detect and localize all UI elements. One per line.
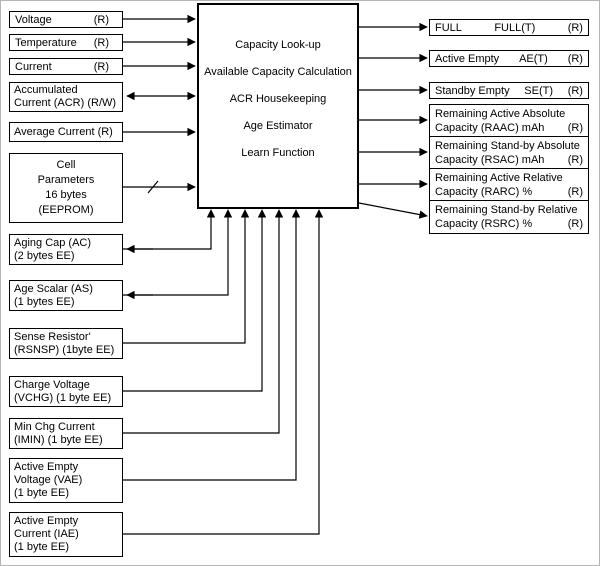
box-line: Remaining Active Absolute <box>435 108 566 120</box>
arrow-active-empty-voltage-to-core <box>123 209 301 481</box>
arrow-min-chg-current-to-core <box>123 209 284 434</box>
box-label: Active Empty <box>435 52 500 65</box>
output-box-standby-empty: Standby Empty SE(T) (R) <box>429 82 589 99</box>
box-line: (1 bytes EE) <box>14 295 75 308</box>
box-line: Age Scalar (AS) <box>14 282 93 295</box>
access-flag: (R) <box>567 186 583 198</box>
output-box-raac: Remaining Active Absolute Capacity (RAAC… <box>429 104 589 137</box>
input-box-current: Current (R) <box>9 58 123 75</box>
box-line: Current (ACR) (R/W) <box>14 97 117 109</box>
input-box-min-chg-current: Min Chg Current (IMIN) (1 byte EE) <box>9 418 123 449</box>
access-flag: (R) <box>567 154 583 166</box>
output-box-rarc: Remaining Active Relative Capacity (RARC… <box>429 168 589 201</box>
input-box-accumulated-current: Accumulated Current (ACR) (R/W) <box>9 82 123 112</box>
arrow-age-scalar-to-core <box>123 209 233 296</box>
access-flag: (R) <box>567 84 583 97</box>
input-box-cell-parameters: Cell Parameters 16 bytes (EEPROM) <box>9 153 123 223</box>
access-flag: (R) <box>93 36 109 49</box>
access-flag: (R) <box>93 60 109 73</box>
box-line: Remaining Stand-by Relative <box>435 204 578 216</box>
box-line: (VCHG) (1 byte EE) <box>14 391 112 404</box>
box-line: Remaining Active Relative <box>435 172 563 184</box>
core-function-line: Available Capacity Calculation <box>204 66 352 78</box>
input-box-charge-voltage: Charge Voltage (VCHG) (1 byte EE) <box>9 376 123 407</box>
box-line: Min Chg Current <box>14 420 95 433</box>
box-line: (IMIN) (1 byte EE) <box>14 433 103 446</box>
access-flag: (R) <box>567 218 583 230</box>
box-line: Capacity (RSRC) % <box>435 218 533 230</box>
core-function-line: ACR Housekeeping <box>229 93 327 105</box>
access-flag: (R) <box>93 13 109 26</box>
output-box-full: FULL FULL(T) (R) <box>429 19 589 36</box>
box-line: Voltage (VAE) <box>14 474 83 486</box>
box-line: Capacity (RSAC) mAh <box>435 154 545 166</box>
box-line: 16 bytes <box>45 189 87 201</box>
register-name: AE(T) <box>519 52 548 65</box>
access-flag: (R) <box>567 52 583 65</box>
box-line: Active Empty <box>14 461 79 473</box>
box-line: (1 byte EE) <box>14 541 70 553</box>
input-box-aging-cap: Aging Cap (AC) (2 bytes EE) <box>9 234 123 265</box>
box-line: Charge Voltage <box>14 378 90 391</box>
box-label: FULL <box>435 21 462 34</box>
box-line: Remaining Stand-by Absolute <box>435 140 580 152</box>
input-box-voltage: Voltage (R) <box>9 11 123 28</box>
box-label: Standby Empty <box>435 84 510 97</box>
box-label: Temperature <box>15 36 77 49</box>
box-line: Active Empty <box>14 515 79 527</box>
output-box-rsac: Remaining Stand-by Absolute Capacity (RS… <box>429 136 589 169</box>
core-function-block: Capacity Look-up Available Capacity Calc… <box>197 3 359 209</box>
box-line: Aging Cap (AC) <box>14 236 92 249</box>
access-flag: (R) <box>567 122 583 134</box>
box-line: Parameters <box>37 174 95 186</box>
box-line: Capacity (RAAC) mAh <box>435 122 545 134</box>
box-line: Capacity (RARC) % <box>435 186 533 198</box>
box-label: Voltage <box>15 13 52 26</box>
box-label: Current <box>15 60 52 73</box>
box-line: (EEPROM) <box>38 204 94 216</box>
arrow-core-to-rsrc <box>358 202 428 219</box>
arrow-sense-resistor-to-core <box>123 209 250 344</box>
register-name: SE(T) <box>524 84 554 97</box>
arrow-charge-voltage-to-core <box>123 209 267 392</box>
core-function-line: Age Estimator <box>243 120 313 132</box>
input-box-average-current: Average Current (R) <box>9 122 123 142</box>
box-line: Cell <box>56 159 76 171</box>
input-box-temperature: Temperature (R) <box>9 34 123 51</box>
box-line: (RSNSP) (1byte EE) <box>14 343 115 356</box>
access-flag: (R) <box>567 21 583 34</box>
bus-width-slash <box>147 180 159 194</box>
core-function-line: Capacity Look-up <box>235 39 321 51</box>
box-line: Sense Resistor' <box>14 330 91 343</box>
box-label: Average Current (R) <box>14 126 113 138</box>
core-function-line: Learn Function <box>241 147 315 159</box>
input-box-active-empty-voltage: Active Empty Voltage (VAE) (1 byte EE) <box>9 458 123 503</box>
input-box-sense-resistor: Sense Resistor' (RSNSP) (1byte EE) <box>9 328 123 359</box>
arrow-active-empty-current-to-core <box>123 209 324 535</box>
box-line: Current (IAE) <box>14 528 79 540</box>
output-box-rsrc: Remaining Stand-by Relative Capacity (RS… <box>429 200 589 234</box>
box-line: Accumulated <box>14 84 78 96</box>
input-box-age-scalar: Age Scalar (AS) (1 bytes EE) <box>9 280 123 311</box>
box-line: (2 bytes EE) <box>14 249 75 262</box>
arrow-aging-cap-to-core <box>123 209 216 250</box>
input-box-active-empty-current: Active Empty Current (IAE) (1 byte EE) <box>9 512 123 557</box>
box-line: (1 byte EE) <box>14 487 70 499</box>
register-name: FULL(T) <box>494 21 536 34</box>
output-box-active-empty: Active Empty AE(T) (R) <box>429 50 589 67</box>
